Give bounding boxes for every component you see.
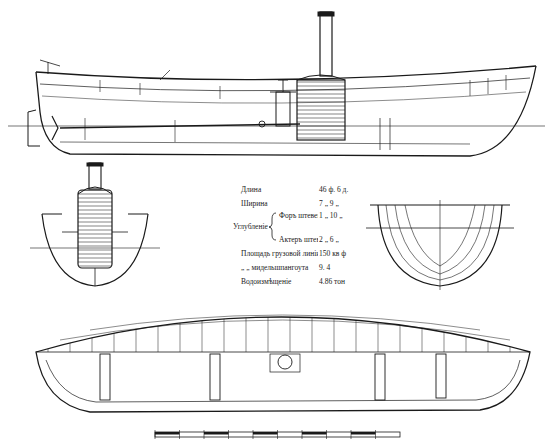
scale-tick [302, 430, 303, 439]
table-label: Водоизмѣщеніе [240, 278, 292, 286]
scale-tick [204, 430, 205, 439]
scale-bar [155, 430, 400, 439]
frame-line [510, 280, 511, 352]
frame-line [224, 280, 225, 352]
scale-tick [277, 430, 278, 439]
plan-view [36, 280, 530, 412]
scale-segment [204, 432, 229, 435]
frame-line [400, 280, 401, 352]
frame-line [202, 280, 203, 352]
scale-tick [228, 430, 229, 439]
body-plan [366, 200, 514, 290]
table-value: 7 „ 9 „ [318, 200, 340, 208]
frame-line [356, 280, 357, 352]
frame-line [268, 280, 269, 352]
side-profile [8, 12, 545, 156]
table-label: Длина [240, 186, 262, 194]
table-label: „ „ мидельшпангоута [240, 264, 309, 272]
table-label: Площадь грузовой линіи [240, 250, 321, 258]
scale-tick [375, 430, 376, 439]
scale-tick [326, 430, 327, 439]
frame-line [136, 280, 137, 352]
scale-tick [253, 430, 254, 439]
table-label: Углубленіе [232, 223, 269, 231]
frame-line [312, 280, 313, 352]
scale-segment [351, 432, 376, 435]
frame-line [466, 280, 467, 352]
table-value: 9. 4 [318, 264, 331, 272]
scale-tick [351, 430, 352, 439]
frame-line [444, 280, 445, 352]
frame-line [290, 280, 291, 352]
frame-line [422, 280, 423, 352]
table-label: Ширина [240, 200, 269, 208]
table-value: 4.86 тон [318, 278, 346, 286]
brace [268, 213, 276, 240]
scale-segment [302, 432, 327, 435]
frame-line [114, 280, 115, 352]
frame-line [334, 280, 335, 352]
table-value: 1 „ 10 „ [318, 212, 344, 220]
table-value: 2 „ 6 „ [318, 236, 340, 244]
table-value: 46 ф. 6 д. [318, 186, 349, 194]
scale-tick [155, 430, 156, 439]
frame-line [92, 280, 93, 352]
scale-segment [155, 432, 180, 435]
frame-line [158, 280, 159, 352]
frame-line [246, 280, 247, 352]
frame-line [70, 280, 71, 352]
scale-tick [179, 430, 180, 439]
frame-line [180, 280, 181, 352]
frame-line [48, 280, 49, 352]
scale-segment [253, 432, 278, 435]
table-value: 150 кв ф [318, 250, 347, 258]
frame-line [378, 280, 379, 352]
midship-section [30, 163, 160, 286]
frame-line [488, 280, 489, 352]
